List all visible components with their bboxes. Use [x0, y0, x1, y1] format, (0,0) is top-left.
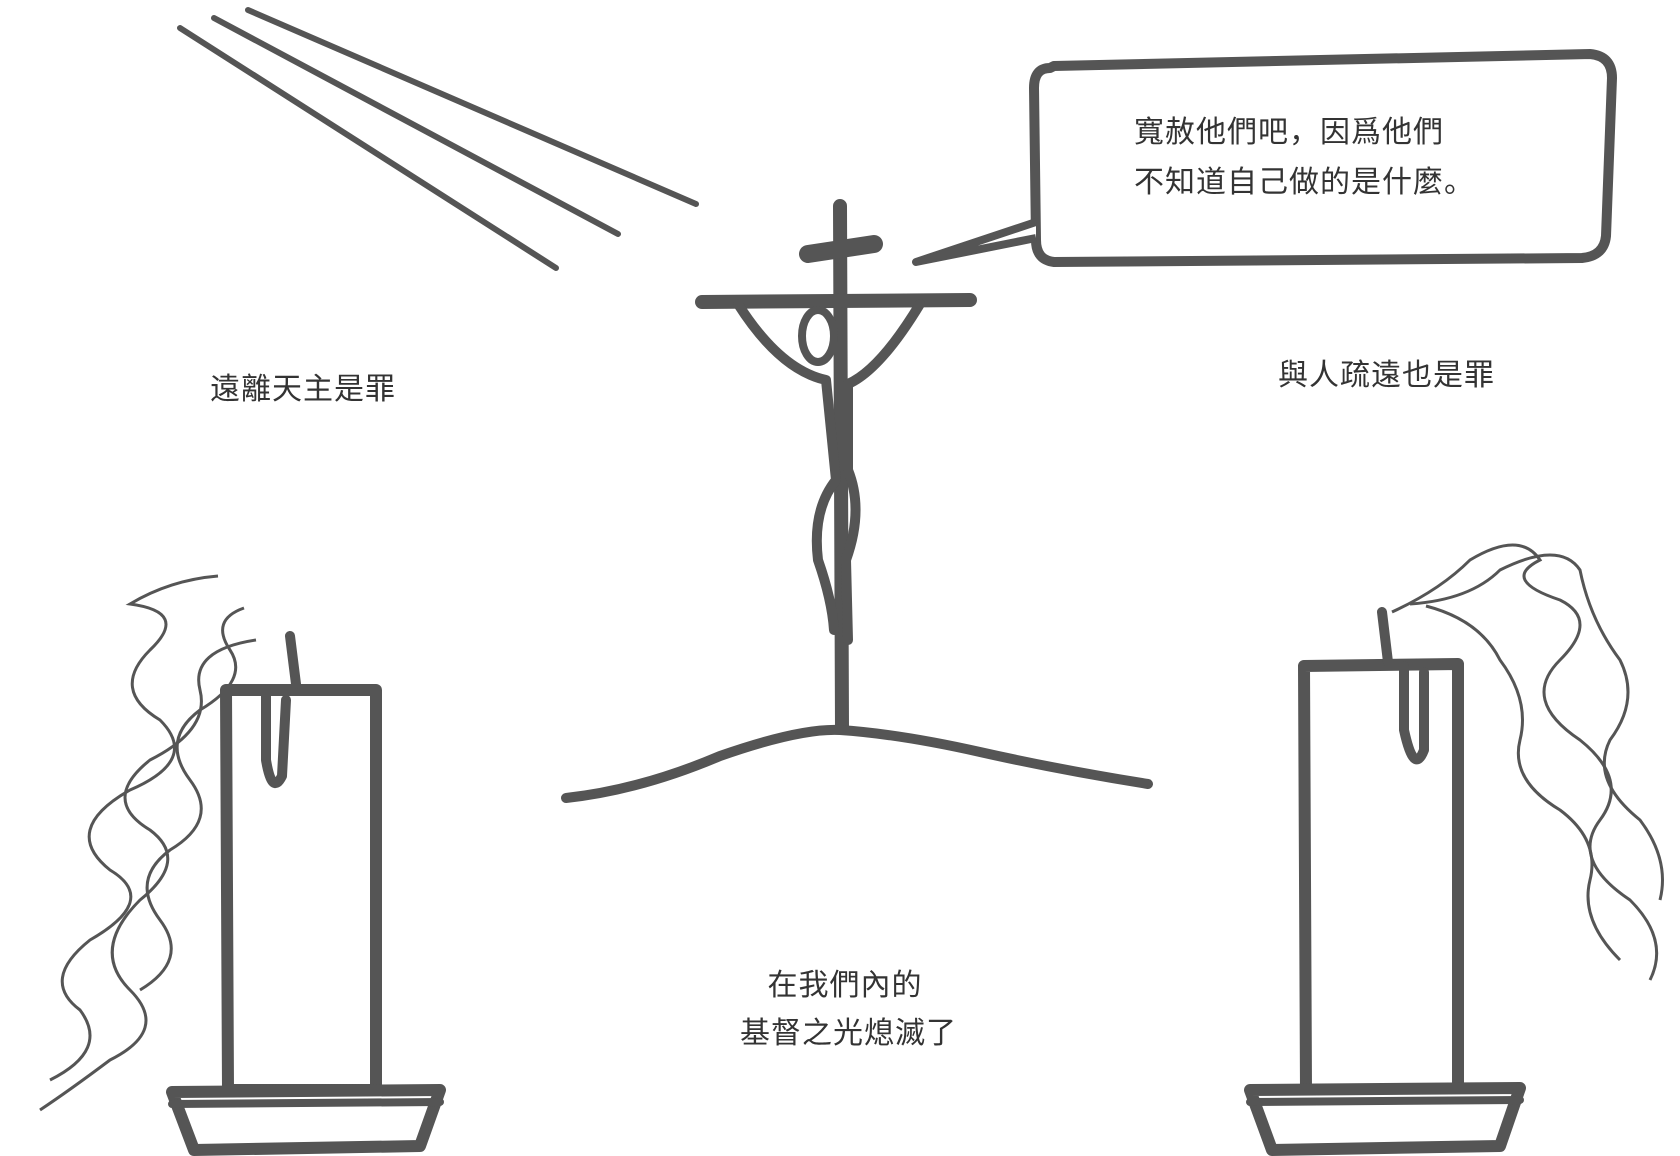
speech-line: 寬赦他們吧，因爲他們	[1134, 115, 1444, 150]
christ-head	[798, 306, 838, 366]
speech-bubble-tail	[912, 218, 1038, 266]
extinguished-candle-right	[1244, 607, 1526, 1156]
caption-bottom-line: 基督之光熄滅了	[740, 1016, 957, 1051]
caption-bottom: 在我們內的 基督之光熄滅了	[740, 962, 957, 1058]
light-ray	[211, 15, 621, 237]
wax-drip	[261, 685, 291, 789]
cross-upright	[833, 199, 849, 735]
extinguished-candle-left	[166, 631, 446, 1156]
light-ray	[177, 25, 559, 271]
caption-bottom-line: 在我們內的	[767, 968, 923, 1003]
cross-beam	[695, 293, 977, 309]
candle-body	[220, 684, 382, 1096]
caption-right: 與人疏遠也是罪	[1278, 358, 1495, 393]
caption-left: 遠離天主是罪	[210, 372, 396, 407]
speech-bubble-text: 寬赦他們吧，因爲他們 不知道自己做的是什麼。	[1134, 108, 1475, 208]
candle-body	[1298, 658, 1464, 1096]
light-rays	[177, 7, 699, 271]
holder-rim	[1246, 1096, 1524, 1106]
hill	[561, 724, 1153, 803]
holder-rim	[168, 1098, 444, 1108]
candle-wick	[1377, 607, 1393, 667]
candle-wick	[285, 631, 301, 689]
speech-line: 不知道自己做的是什麼。	[1134, 165, 1475, 200]
wax-drip	[1399, 661, 1429, 765]
inri-plaque	[799, 235, 883, 263]
christ-figure	[733, 299, 925, 645]
light-ray	[245, 7, 699, 207]
smoke-right	[1391, 543, 1664, 981]
smoke-left	[39, 574, 257, 1112]
speech-bubble	[1029, 49, 1617, 267]
crucifix	[695, 199, 977, 735]
